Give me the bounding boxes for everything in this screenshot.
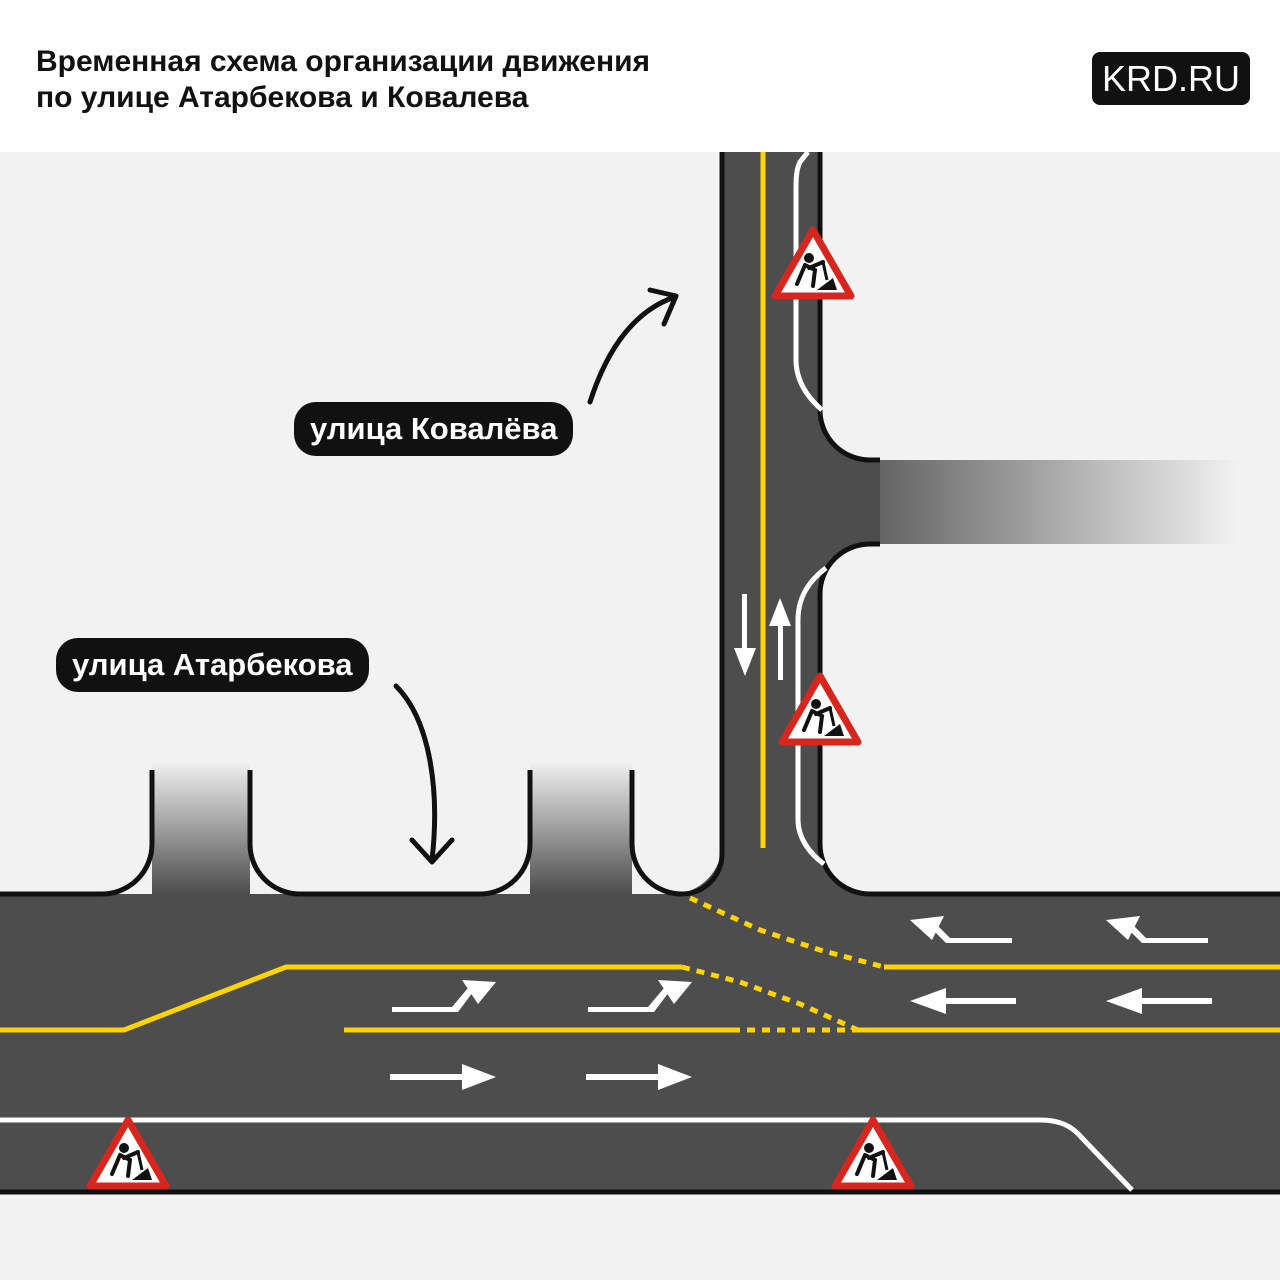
callout-arrows bbox=[393, 287, 679, 865]
arrow-left-icon bbox=[910, 988, 1016, 1014]
arrow-left-up-icon bbox=[910, 916, 1012, 943]
arrow-head-icon bbox=[647, 287, 679, 327]
driveway-2 bbox=[530, 760, 632, 894]
krd-logo: KRD.RU bbox=[1092, 52, 1250, 105]
arrow-right-icon bbox=[390, 1064, 496, 1090]
page-title-line-1: Временная схема организации движения bbox=[36, 45, 651, 78]
direction-arrows bbox=[390, 594, 1212, 1090]
road-network bbox=[0, 152, 1280, 1192]
page-title: Временная схема организации движения по … bbox=[36, 44, 650, 116]
center-lines bbox=[0, 152, 1280, 1033]
arrow-left-up-icon bbox=[1106, 916, 1208, 943]
side-road-east bbox=[820, 460, 1240, 544]
arrow-right-up-icon bbox=[588, 980, 692, 1012]
street-label-atarbekova: улица Атарбекова bbox=[56, 638, 369, 692]
traffic-scheme-svg bbox=[0, 152, 1280, 1280]
arrow-down-icon bbox=[734, 594, 756, 676]
traffic-scheme-map: улица Ковалёва улица Атарбекова bbox=[0, 152, 1280, 1280]
arrow-left-icon bbox=[1106, 988, 1212, 1014]
atarbekova-callout-arrow bbox=[393, 683, 438, 863]
page-title-line-2: по улице Атарбекова и Ковалева bbox=[36, 81, 529, 114]
arrow-right-icon bbox=[586, 1064, 692, 1090]
arrow-head-icon bbox=[409, 837, 455, 865]
arrow-up-icon bbox=[769, 598, 791, 680]
atarbekova-road bbox=[0, 894, 1280, 1192]
street-label-kovaleva: улица Ковалёва bbox=[294, 402, 574, 456]
driveway-1 bbox=[152, 760, 250, 894]
arrow-right-up-icon bbox=[392, 980, 496, 1012]
kovaleva-callout-arrow bbox=[587, 295, 675, 405]
header: Временная схема организации движения по … bbox=[0, 0, 1280, 152]
